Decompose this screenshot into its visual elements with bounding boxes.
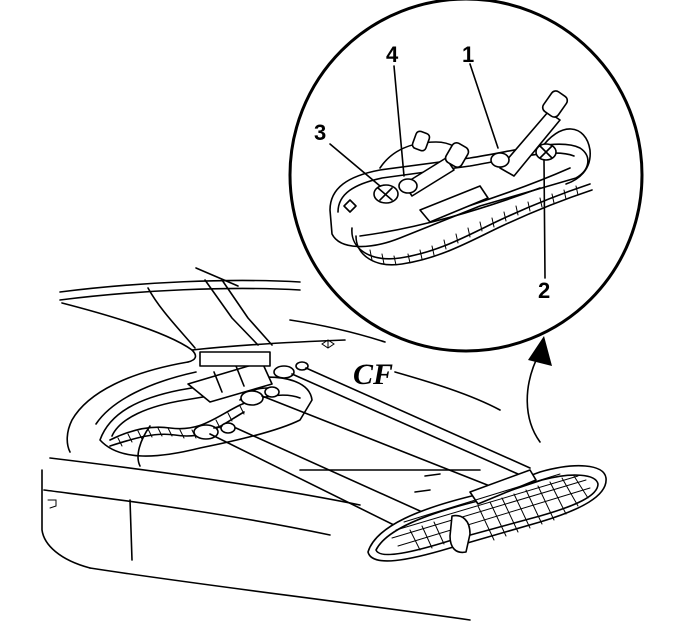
socket-connector (240, 386, 280, 406)
vehicle-emblem: CF (353, 358, 393, 391)
callout-4: 4 (386, 42, 399, 67)
detail-view-circle: 1 2 3 4 (288, 0, 644, 353)
detail-bulb-sockets (373, 90, 569, 204)
socket-connector (273, 361, 309, 379)
callout-3: 3 (314, 120, 326, 145)
lamp-bulb-sockets (193, 361, 531, 529)
tail-lamp-assembly (367, 464, 607, 562)
callout-2: 2 (538, 278, 550, 303)
lens-grid (391, 473, 591, 551)
callout-1: 1 (462, 42, 474, 67)
detail-view-arrow (526, 336, 552, 443)
callout-leaders (329, 63, 546, 279)
